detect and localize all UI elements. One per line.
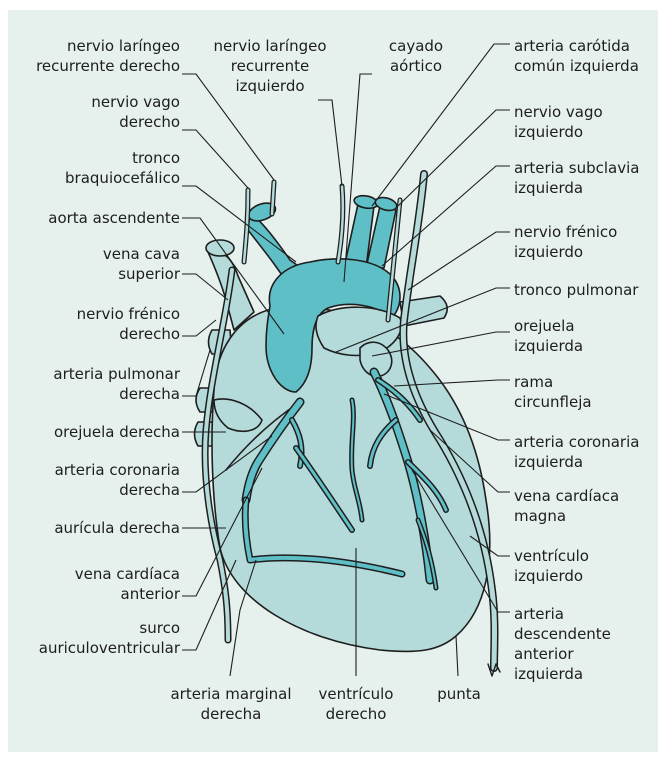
label-tronco-braquiocefalico: tronco braquiocefálico: [65, 148, 180, 188]
label-cayado-aortico: cayado aórtico: [376, 36, 456, 76]
label-nervio-frenico-izquierdo: nervio frénico izquierdo: [514, 222, 617, 262]
label-nervio-vago-derecho: nervio vago derecho: [91, 92, 180, 132]
label-vena-cardiaca-magna: vena cardíaca magna: [514, 486, 619, 526]
label-ventriculo-derecho: ventrículo derecho: [306, 684, 406, 724]
leader-nervio-vago-izquierdo: [398, 110, 510, 206]
label-rama-circunfleja: rama circunfleja: [514, 372, 592, 412]
label-surco-auriculoventricular: surco auriculoventricular: [39, 618, 180, 658]
label-auricula-derecha: aurícula derecha: [54, 518, 180, 538]
leader-arteria-subclavia-izquierda: [382, 166, 510, 266]
label-nervio-laringeo-recurrente-izquierdo: nervio laríngeo recurrente izquierdo: [196, 36, 344, 96]
label-arteria-descendente-anterior-izquierda: arteria descendente anterior izquierda: [514, 604, 611, 684]
label-nervio-frenico-derecho: nervio frénico derecho: [77, 304, 180, 344]
label-arteria-subclavia-izquierda: arteria subclavia izquierda: [514, 158, 639, 198]
label-tronco-pulmonar: tronco pulmonar: [514, 280, 638, 300]
label-ventriculo-izquierdo: ventrículo izquierdo: [514, 546, 589, 586]
label-arteria-coronaria-izquierda: arteria coronaria izquierda: [514, 432, 639, 472]
leader-punta: [456, 636, 458, 676]
superior-vena-cava-opening: [206, 240, 234, 256]
leader-nervio-frenico-izquierdo: [408, 232, 510, 290]
leader-nervio-vago-derecho: [182, 130, 248, 188]
label-arteria-marginal-derecha: arteria marginal derecha: [156, 684, 306, 724]
label-arteria-pulmonar-derecha: arteria pulmonar derecha: [53, 364, 180, 404]
label-arteria-coronaria-derecha: arteria coronaria derecha: [55, 460, 180, 500]
label-vena-cava-superior: vena cava superior: [103, 244, 180, 284]
label-arteria-carotida-comun-izquierda: arteria carótida común izquierda: [514, 36, 639, 76]
label-vena-cardiaca-anterior: vena cardíaca anterior: [75, 564, 180, 604]
label-nervio-laringeo-recurrente-derecho: nervio laríngeo recurrente derecho: [36, 36, 180, 76]
label-orejuela-izquierda: orejuela izquierda: [514, 316, 583, 356]
label-punta: punta: [424, 684, 494, 704]
leader-nervio-laringeo-recurrente-izquierdo: [318, 100, 342, 186]
label-nervio-vago-izquierdo: nervio vago izquierdo: [514, 102, 603, 142]
label-orejuela-derecha: orejuela derecha: [54, 422, 180, 442]
label-aorta-ascendente: aorta ascendente: [48, 208, 180, 228]
